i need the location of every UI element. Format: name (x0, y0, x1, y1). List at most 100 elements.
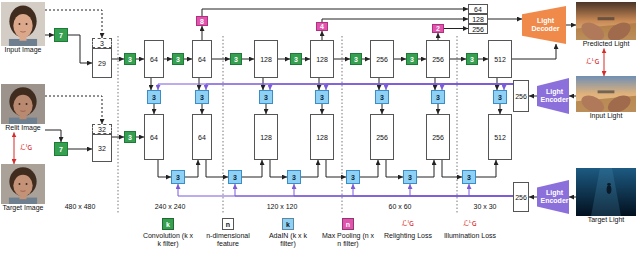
connector (512, 44, 556, 59)
image-panel: Target Light (576, 168, 636, 224)
legend-sample: ℒᴸɢ (443, 218, 497, 230)
conv-block: 7 (54, 28, 68, 42)
node-label: 256 (432, 134, 444, 141)
node-label: 3 (408, 174, 412, 181)
feature-box: 256 (468, 24, 488, 34)
image-caption: Target Light (576, 216, 636, 224)
conv-block: 3 (350, 53, 362, 65)
connector (68, 149, 92, 150)
image-panel: Input Light (576, 76, 636, 120)
feature-box: 128 (310, 40, 334, 78)
legend-item: nMax Pooling (n x n filter) (321, 218, 375, 248)
legend-text: Convolution (k x k filter) (141, 232, 195, 248)
feature-box: 64 (192, 40, 212, 78)
connector (450, 59, 466, 60)
adain-block: 3 (171, 170, 185, 184)
connector (154, 104, 155, 114)
photo (1, 164, 45, 204)
node-label: 3 (128, 134, 132, 141)
connector (566, 25, 576, 26)
image-panel: Input Image (1, 2, 45, 54)
connector (45, 35, 54, 36)
light-code-connector (326, 84, 513, 90)
light-encoder: Light Encoder (537, 78, 569, 114)
node-label: 3 (498, 94, 502, 101)
node-label: 3 (320, 94, 324, 101)
connector (418, 59, 426, 60)
feature-box: 64 (192, 114, 212, 160)
legend-text: Relighting Loss (381, 232, 435, 240)
connector (45, 130, 61, 142)
node-label: 7 (59, 32, 63, 39)
feature-box: 29 (92, 48, 112, 78)
conv-block: 3 (406, 53, 418, 65)
node-label: 8 (200, 18, 204, 25)
image-caption: Input Light (576, 112, 636, 120)
feature-box: 3 (92, 38, 112, 48)
adain-block: 3 (195, 90, 209, 104)
light-code-connector (158, 84, 513, 90)
connector (322, 19, 468, 22)
connector (202, 26, 203, 40)
connector (488, 19, 522, 20)
column-separator (118, 36, 119, 214)
light-code-connector (178, 184, 513, 196)
connector (112, 59, 124, 60)
node-label: 3 (176, 174, 180, 181)
column-separator (223, 36, 224, 214)
resolution-label: 30 x 30 (474, 203, 497, 210)
pool-block: 4 (316, 22, 328, 31)
adain-block: 3 (346, 170, 360, 184)
connector (302, 59, 310, 60)
node-label: 3 (294, 56, 298, 63)
node-label: 3 (176, 56, 180, 63)
light-code-connector (270, 84, 513, 90)
legend-text: Illumination Loss (443, 232, 497, 240)
connector (270, 160, 287, 177)
node-label: 3 (200, 94, 204, 101)
connector (184, 59, 192, 60)
light-decoder: Light Decoder (522, 6, 566, 44)
adain-block: 3 (493, 90, 507, 104)
node-label: 64 (198, 134, 206, 141)
resolution-label: 60 x 60 (389, 203, 412, 210)
resolution-label: 240 x 240 (155, 203, 186, 210)
node-label: 512 (494, 56, 506, 63)
swatch-letter: n (346, 221, 350, 228)
feature-box: 256 (513, 80, 529, 112)
node-label: 3 (354, 56, 358, 63)
pool-block: 2 (432, 24, 444, 33)
node-label: 3 (100, 40, 104, 47)
node-label: 3 (470, 56, 474, 63)
connector (185, 160, 198, 177)
node-label: 3 (351, 174, 355, 181)
connector (478, 59, 488, 60)
loss-label: ℒᴸɢ (585, 58, 601, 66)
adain-block: 3 (462, 170, 476, 184)
node-label: 128 (260, 56, 272, 63)
node-label: 256 (432, 56, 444, 63)
node-label: 256 (376, 134, 388, 141)
legend-item: ℒᴵɢRelighting Loss (381, 218, 435, 240)
node-label: 3 (436, 94, 440, 101)
legend-text: n-dimensional feature (201, 232, 255, 248)
column-separator (457, 36, 458, 214)
loss-arrow (14, 132, 15, 164)
connector (529, 96, 537, 97)
node-label: 256 (376, 56, 388, 63)
connector (360, 160, 378, 177)
connector (212, 59, 230, 60)
connector (301, 160, 318, 177)
connector (158, 160, 171, 177)
feature-box: 256 (426, 114, 450, 160)
feature-box: 512 (488, 40, 512, 78)
light-code-connector (206, 84, 513, 90)
light-code-connector (469, 184, 513, 196)
adain-block: 3 (375, 90, 389, 104)
photo (576, 76, 636, 112)
node-label: 512 (494, 134, 506, 141)
node-label: 32 (98, 145, 106, 152)
adain-block: 3 (147, 90, 161, 104)
connector (68, 35, 92, 63)
